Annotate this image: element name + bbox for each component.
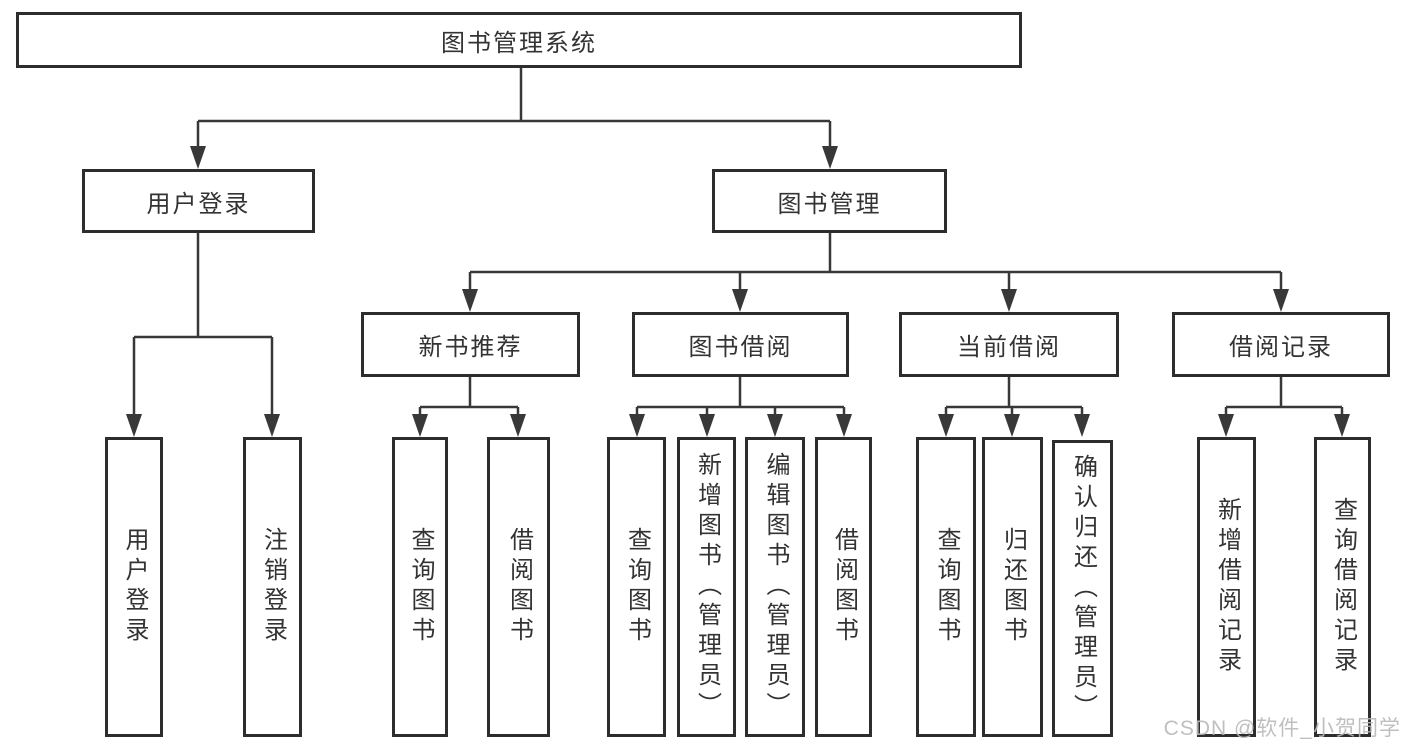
branch-book-management: 图书管理	[712, 169, 947, 233]
connector-currentborrow-to-leaves	[944, 377, 1084, 415]
node-label: 用户登录	[146, 190, 251, 218]
node-label: 编辑图书（管理员）	[762, 452, 789, 722]
branch-user-login: 用户登录	[82, 169, 315, 233]
leaf-borrow-books-2: 借阅图书	[815, 437, 872, 737]
root-node-label: 图书管理系统	[441, 29, 597, 57]
leaf-query-borrow-record: 查询借阅记录	[1314, 437, 1371, 737]
leaf-user-login: 用户登录	[105, 437, 163, 737]
node-label: 图书管理	[777, 190, 882, 218]
node-label: 查询图书	[933, 527, 960, 647]
node-label: 查询图书	[623, 527, 651, 647]
node-label: 归还图书	[999, 527, 1027, 647]
node-label: 新增图书（管理员）	[693, 452, 721, 722]
node-label: 图书借阅	[688, 334, 793, 361]
node-label: 查询借阅记录	[1329, 497, 1357, 677]
leaf-edit-book-admin: 编辑图书（管理员）	[745, 437, 805, 737]
connector-borrowrecord-to-leaves	[1224, 377, 1344, 415]
connector-root-to-level2	[196, 68, 832, 147]
group-new-book-recommend: 新书推荐	[361, 312, 580, 377]
node-label: 确认归还（管理员）	[1069, 453, 1097, 724]
leaf-logout: 注销登录	[243, 437, 302, 737]
root-node: 图书管理系统	[16, 12, 1022, 68]
connector-bookmgmt-to-level3	[468, 233, 1283, 290]
group-current-borrow: 当前借阅	[899, 312, 1119, 377]
node-label: 新书推荐	[418, 334, 523, 361]
node-label: 注销登录	[259, 527, 287, 647]
leaf-borrow-books: 借阅图书	[487, 437, 550, 737]
node-label: 新增借阅记录	[1213, 497, 1241, 677]
connector-userlogin-to-leaves	[132, 233, 274, 415]
group-book-borrow: 图书借阅	[632, 312, 849, 377]
node-label: 用户登录	[121, 527, 148, 647]
leaf-query-books-3: 查询图书	[916, 437, 976, 737]
connector-bookborrow-to-leaves	[635, 377, 846, 415]
group-borrow-records: 借阅记录	[1172, 312, 1390, 377]
csdn-watermark: CSDN @软件_小贺同学	[1163, 717, 1401, 740]
node-label: 借阅记录	[1229, 334, 1333, 361]
node-label: 查询图书	[407, 527, 434, 647]
leaf-return-books: 归还图书	[982, 437, 1043, 737]
leaf-query-books: 查询图书	[392, 437, 448, 737]
connector-newbook-to-leaves	[418, 377, 520, 415]
leaf-add-book-admin: 新增图书（管理员）	[677, 437, 736, 737]
leaf-confirm-return-admin: 确认归还（管理员）	[1052, 440, 1113, 737]
leaf-add-borrow-record: 新增借阅记录	[1197, 437, 1256, 737]
node-label: 当前借阅	[957, 334, 1061, 361]
node-label: 借阅图书	[830, 527, 858, 647]
leaf-query-books-2: 查询图书	[607, 437, 666, 737]
node-label: 借阅图书	[505, 527, 533, 647]
